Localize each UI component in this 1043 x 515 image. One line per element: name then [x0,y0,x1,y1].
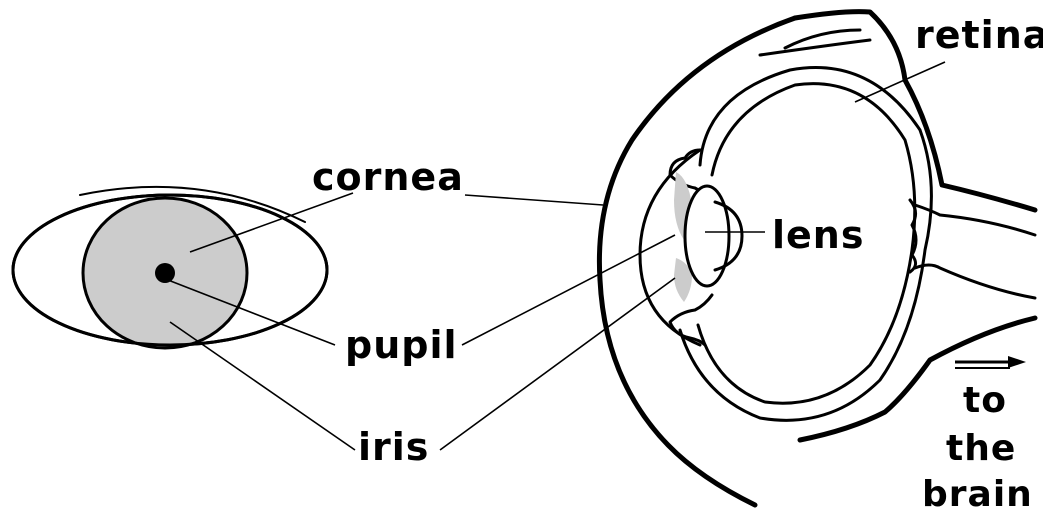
label-to: to [963,380,1007,421]
label-lens: lens [772,213,864,257]
label-pupil: pupil [345,323,458,367]
pupil-dot [155,263,175,283]
brow-line [760,40,870,55]
optic-nerve-top [915,205,1035,235]
brain-arrow-head [1008,356,1026,368]
optic-nerve-bottom [915,265,1035,298]
iris-bottom [670,295,712,345]
label-brain: brain [922,474,1033,515]
leader-cornea-section [465,195,603,205]
label-iris: iris [358,425,429,469]
label-retina: retina [915,13,1043,57]
lens-shape [685,186,729,286]
socket-outline-bottom [800,318,1035,440]
label-cornea: cornea [312,155,464,199]
leader-pupil-section [462,235,675,345]
leader-iris-section [440,278,675,450]
label-the: the [946,428,1016,469]
